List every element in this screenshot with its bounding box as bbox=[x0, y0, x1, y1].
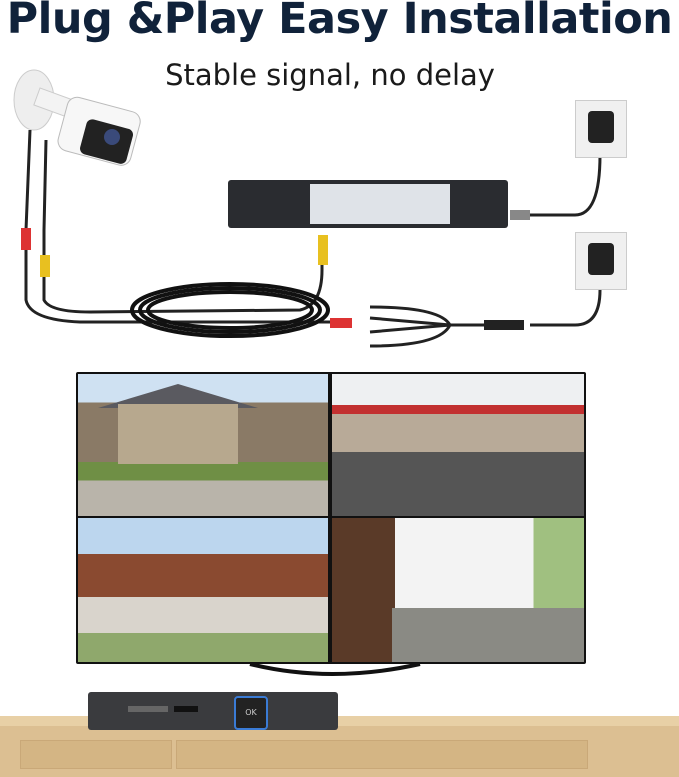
page-title: Plug &Play Easy Installation bbox=[6, 0, 673, 44]
dvr-recorder: OK bbox=[88, 692, 338, 730]
power-splitter bbox=[369, 154, 602, 348]
shelf-top bbox=[0, 716, 679, 726]
drawer bbox=[176, 740, 588, 769]
power-connector bbox=[21, 228, 31, 250]
power-plug-end bbox=[330, 318, 352, 328]
power-cable bbox=[24, 129, 330, 324]
cable-coil bbox=[130, 282, 330, 338]
drawer bbox=[20, 740, 172, 769]
bullet-camera bbox=[13, 69, 141, 166]
power-adapter bbox=[588, 243, 614, 275]
camera-feed-garage bbox=[78, 518, 328, 662]
bnc-connector bbox=[40, 255, 50, 277]
ok-button[interactable]: OK bbox=[245, 708, 257, 717]
tv-monitor bbox=[76, 372, 586, 664]
video-cable bbox=[42, 139, 324, 314]
bnc-connector-dvr bbox=[318, 235, 328, 265]
wall-outlet-top bbox=[575, 100, 627, 158]
page-subtitle: Stable signal, no delay bbox=[165, 58, 495, 92]
camera-feed-warehouse bbox=[332, 374, 584, 516]
dvr-nav-pad[interactable]: OK bbox=[234, 696, 268, 730]
dvr-display bbox=[174, 706, 198, 712]
power-adapter bbox=[588, 111, 614, 143]
camera-feed-porch bbox=[332, 518, 584, 662]
dvr-label-plate bbox=[128, 706, 168, 712]
wall-outlet-bottom bbox=[575, 232, 627, 290]
dvr-rear-panel bbox=[228, 180, 508, 228]
camera-feed-house bbox=[78, 374, 328, 516]
